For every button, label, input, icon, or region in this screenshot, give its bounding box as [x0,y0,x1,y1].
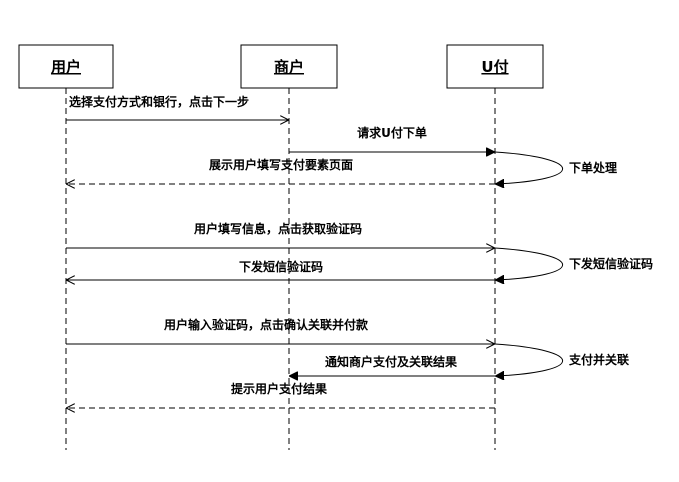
message-5: 下发短信验证码 [67,259,495,280]
participant-box [18,44,114,89]
message-4: 用户填写信息，点击获取验证码 [66,221,494,248]
message-label: 选择支付方式和银行，点击下一步 [69,94,249,109]
participant-user: 用户 [18,44,114,89]
participant-label: U付 [481,58,508,76]
message-7: 通知商户支付及关联结果 [290,354,495,376]
message-6: 用户输入验证码，点击确认关联并付款 [66,317,494,344]
self-call-arrow [495,343,563,376]
message-label: 下发短信验证码 [239,259,323,274]
message-label: 展示用户填写支付要素页面 [209,157,353,172]
message-label: 提示用户支付结果 [231,381,327,396]
message-label: 请求U付下单 [357,125,427,140]
message-label: 用户填写信息，点击获取验证码 [193,221,362,236]
message-1: 选择支付方式和银行，点击下一步 [66,94,288,120]
self-call-label: 支付并关联 [568,352,629,367]
self-call-1: 下单处理 [495,151,617,184]
self-call-arrow [495,151,563,184]
message-3: 展示用户填写支付要素页面 [67,157,495,184]
participant-label: 商户 [274,58,304,76]
self-call-label: 下发短信验证码 [569,256,653,271]
self-call-label: 下单处理 [569,160,617,175]
message-2: 请求U付下单 [289,125,494,152]
message-label: 用户输入验证码，点击确认关联并付款 [163,317,369,332]
participant-upay: U付 [446,44,544,89]
participant-label: 用户 [51,58,81,76]
participant-box [240,44,338,89]
message-label: 通知商户支付及关联结果 [325,354,457,369]
participant-box [446,44,544,89]
self-call-3: 支付并关联 [495,343,629,376]
participant-merchant: 商户 [240,44,338,89]
self-call-arrow [495,247,563,280]
self-call-2: 下发短信验证码 [495,247,653,280]
message-8: 提示用户支付结果 [67,381,495,408]
